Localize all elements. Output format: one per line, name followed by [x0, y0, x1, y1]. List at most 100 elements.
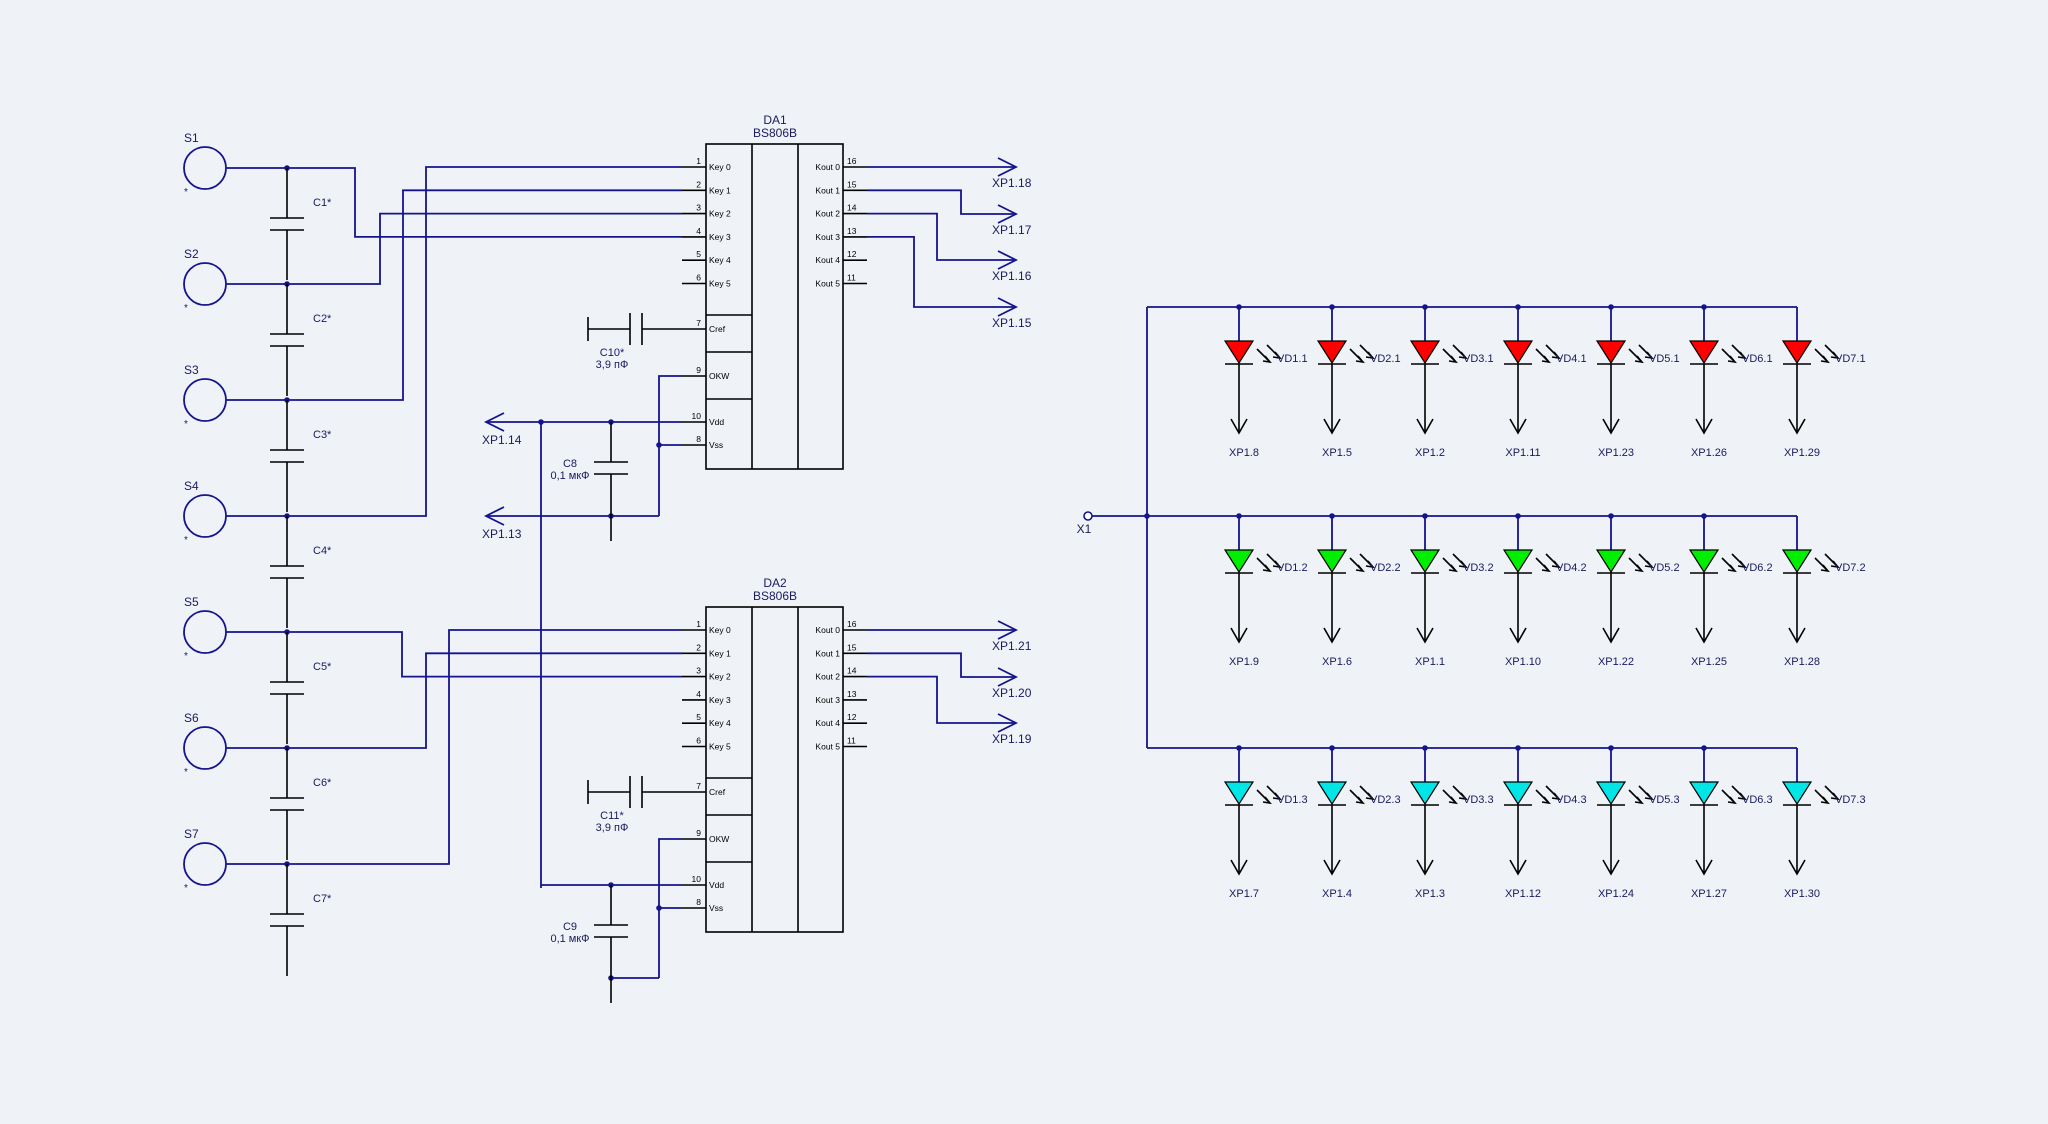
led-pin-label: XP1.9 [1229, 656, 1259, 668]
pin-name: Cref [709, 787, 726, 797]
cref-cap-value: 3,9 пФ [596, 359, 629, 371]
pin-number: 7 [696, 781, 701, 791]
wire [997, 713, 1019, 733]
pin-number: 9 [696, 828, 701, 838]
component-line [1318, 804, 1346, 874]
component-line [1721, 553, 1747, 573]
led-pin-label: XP1.27 [1691, 888, 1727, 900]
component-line [751, 144, 799, 469]
wire [997, 297, 1019, 317]
pin-name: Kout 4 [815, 255, 840, 265]
switch-mark: * [184, 303, 188, 314]
led-pin-label: XP1.1 [1415, 656, 1445, 668]
pin-name: Vdd [709, 880, 724, 890]
pin-number: 11 [847, 273, 856, 283]
component-line [1504, 363, 1532, 433]
component-line [270, 284, 304, 396]
pin-number: 10 [692, 874, 702, 884]
pin-name: Kout 1 [815, 185, 840, 195]
component-line [706, 777, 752, 863]
sensor-pad-5 [183, 610, 227, 654]
pin-name: Cref [709, 324, 726, 334]
component-line [587, 776, 682, 808]
component-line [270, 864, 304, 976]
ic-ref: DA2 [763, 576, 787, 590]
component-line [1690, 804, 1718, 874]
wire [287, 189, 682, 401]
cap-label: C5* [313, 661, 332, 673]
pin-name: Key 3 [709, 695, 731, 705]
component-line [1225, 804, 1253, 874]
component-line [1411, 363, 1439, 433]
switch-label: S6 [184, 711, 199, 725]
arrow-down [1323, 418, 1341, 435]
component-line [587, 313, 682, 345]
wire [997, 667, 1019, 687]
pin-name: Kout 0 [815, 625, 840, 635]
wire [867, 212, 1016, 261]
pin-name: Vss [709, 903, 723, 913]
decoupling-cap-ref: C8 [563, 458, 577, 470]
led-red [1688, 340, 1720, 365]
component-line [1690, 363, 1718, 433]
component-line [594, 422, 628, 541]
output-label: XP1.18 [992, 176, 1032, 190]
output-label: XP1.16 [992, 269, 1032, 283]
junction-dot [656, 905, 662, 911]
arrow-down [1788, 859, 1806, 876]
led-pin-label: XP1.29 [1784, 447, 1820, 459]
component-line [1721, 785, 1747, 805]
led-label: VD4.1 [1556, 353, 1587, 365]
led-green [1688, 549, 1720, 574]
pin-name: Key 1 [709, 648, 731, 658]
arrow-down [1788, 418, 1806, 435]
pin-name: Kout 3 [815, 695, 840, 705]
component-line [706, 314, 752, 400]
switch-mark: * [184, 767, 188, 778]
supply-label: XP1.13 [482, 527, 522, 541]
led-label: VD2.3 [1370, 794, 1401, 806]
arrow-down [1230, 418, 1248, 435]
switch-mark: * [184, 883, 188, 894]
component-line [1349, 553, 1375, 573]
led-red [1781, 340, 1813, 365]
wire [287, 167, 682, 238]
decoupling-cap-value: 0,1 мкФ [550, 470, 589, 482]
pin-number: 14 [847, 203, 857, 213]
led-pin-label: XP1.28 [1784, 656, 1820, 668]
pin-name: Kout 0 [815, 162, 840, 172]
led-pin-label: XP1.23 [1598, 447, 1634, 459]
switch-label: S3 [184, 363, 199, 377]
arrow-down [1416, 627, 1434, 644]
switch-label: S5 [184, 595, 199, 609]
led-label: VD4.2 [1556, 562, 1587, 574]
pin-name: Key 1 [709, 185, 731, 195]
component-line [751, 607, 799, 932]
components [183, 143, 1840, 1003]
pin-name: Key 4 [709, 718, 731, 728]
component-line [1783, 804, 1811, 874]
pin-name: Key 5 [709, 742, 731, 752]
led-label: VD6.2 [1742, 562, 1773, 574]
component-line [270, 632, 304, 744]
labels: S1*C1*S2*C2*S3*C3*S4*C4*S5*C5*S6*C6*S7*C… [184, 113, 1866, 945]
component-line [1318, 363, 1346, 433]
led-label: VD3.3 [1463, 794, 1494, 806]
pin-name: Kout 2 [815, 209, 840, 219]
component-line [1442, 344, 1468, 364]
component-line [1318, 572, 1346, 642]
pin-name: Key 5 [709, 279, 731, 289]
led-pin-label: XP1.22 [1598, 656, 1634, 668]
pin-name: Key 4 [709, 255, 731, 265]
cap-label: C2* [313, 313, 332, 325]
component-line [1225, 572, 1253, 642]
switch-mark: * [184, 535, 188, 546]
pin-number: 5 [696, 249, 701, 259]
arrow-down [1788, 627, 1806, 644]
pin-name: Key 0 [709, 625, 731, 635]
pin-number: 2 [696, 179, 701, 189]
led-pin-label: XP1.26 [1691, 447, 1727, 459]
led-label: VD2.2 [1370, 562, 1401, 574]
component-line [1783, 572, 1811, 642]
arrow-down [1602, 859, 1620, 876]
